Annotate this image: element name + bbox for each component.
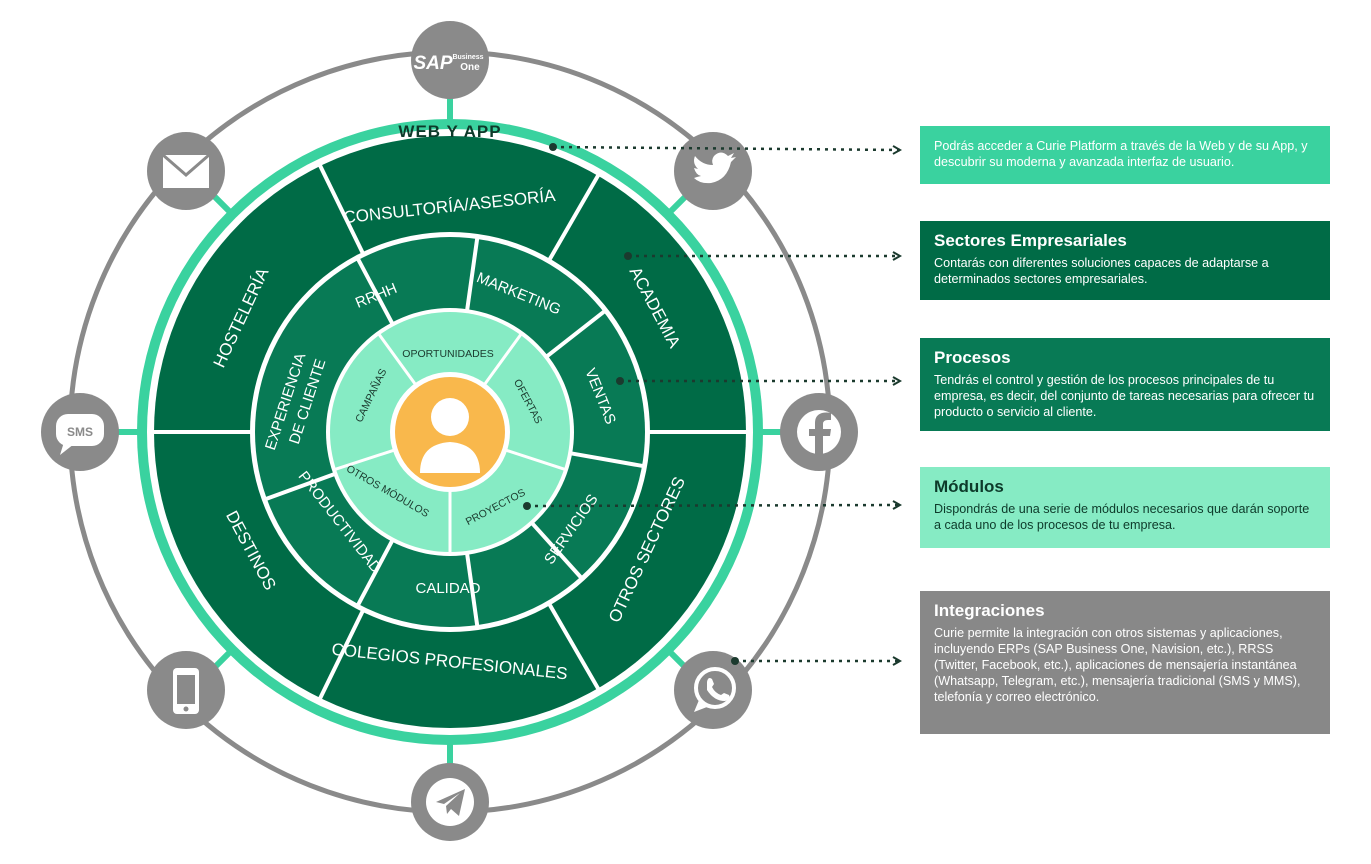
separator-line [569,451,645,469]
sectores-info-title: Sectores Empresariales [934,231,1127,250]
whatsapp-icon [674,651,752,729]
svg-text:SAP: SAP [413,53,452,74]
separator-line [482,333,523,386]
web-app-info-text: Podrás acceder a Curie Platform a través… [934,139,1308,169]
web-app-info-box: Podrás acceder a Curie Platform a través… [920,126,1330,184]
facebook-icon [780,393,858,471]
separator-line [504,448,566,471]
user-avatar-body [420,442,480,473]
separator-line [334,448,396,471]
separator-line [464,236,480,312]
phone-icon [147,651,225,729]
connector-dots [523,143,739,665]
sector-separators [152,163,748,701]
connector-arrows [526,147,900,661]
separator-line [544,309,607,359]
integraciones-info-text: Curie permite la integración con otros s… [934,626,1301,704]
arrow-web [552,147,900,150]
arrow-modulos [526,505,900,506]
integraciones-info-box: Integraciones Curie permite la integraci… [920,591,1330,734]
separator-line [464,552,480,628]
process-calidad: CALIDAD [415,580,480,597]
web-app-banner: WEB Y APP [390,122,510,142]
procesos-info-title: Procesos [934,348,1011,367]
svg-text:Business: Business [452,54,483,61]
sectores-info-text: Contarás con diferentes soluciones capac… [934,256,1269,286]
svg-text:One: One [460,62,480,73]
separator-line [317,163,366,255]
sap-business-one-icon: SAP Business One [411,21,489,99]
separator-line [530,521,584,580]
separator-line [547,172,601,262]
email-icon [147,132,225,210]
svg-text:SMS: SMS [67,425,93,439]
modulos-info-box: Módulos Dispondrás de una serie de módul… [920,467,1330,548]
modulos-info-title: Módulos [934,477,1004,496]
procesos-info-text: Tendrás el control y gestión de los proc… [934,373,1315,419]
separator-line [355,257,395,326]
separator-line [317,609,366,701]
telegram-icon [411,763,489,841]
process-separators [264,236,645,628]
module-separators [334,333,566,553]
procesos-info-box: Procesos Tendrás el control y gestión de… [920,338,1330,431]
twitter-icon [674,132,752,210]
user-avatar-head [431,398,469,436]
sms-icon: SMS [41,393,119,471]
separator-line [377,333,418,386]
integraciones-info-title: Integraciones [934,601,1045,620]
separator-line [264,471,337,502]
modulos-info-text: Dispondrás de una serie de módulos neces… [934,502,1310,532]
web-app-banner-text: WEB Y APP [398,122,502,141]
separator-line [547,602,601,692]
module-oportunidades: OPORTUNIDADES [402,348,493,360]
sectores-info-box: Sectores Empresariales Contarás con dife… [920,221,1330,300]
separator-line [355,538,395,607]
